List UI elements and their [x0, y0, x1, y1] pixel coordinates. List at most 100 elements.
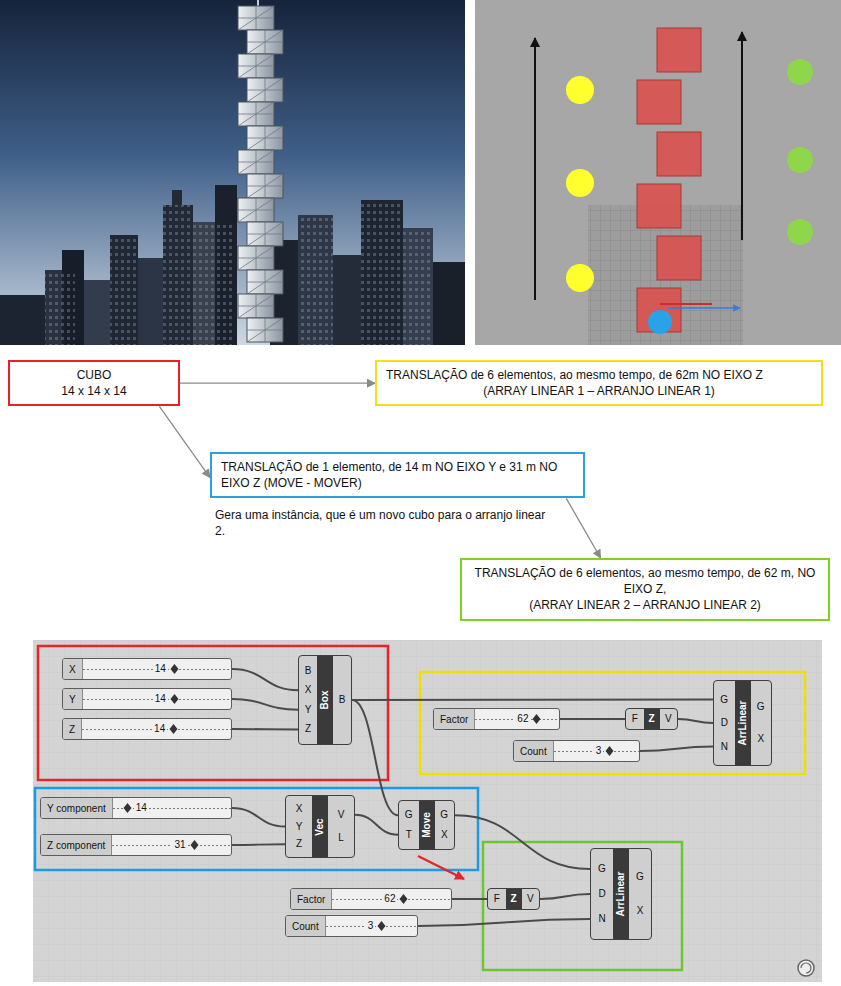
translation-sketch [787, 219, 813, 245]
slider-grip [378, 921, 386, 931]
stacked-tower [247, 30, 283, 54]
data-wire [355, 815, 398, 835]
slider-value: 31 [172, 840, 187, 850]
translation-sketch [657, 28, 701, 72]
input-ports: GT [399, 801, 419, 849]
component-body: Box [317, 656, 333, 744]
slider-grip [170, 694, 178, 704]
slider-grip [532, 713, 541, 725]
slider-track: 14 [113, 798, 231, 818]
number-slider: Count 3 [285, 915, 418, 937]
input-ports: GDN [591, 849, 613, 939]
stacked-tower [238, 54, 274, 78]
slider-name: X [63, 659, 83, 679]
linear-array-component: GDNArrLinearGX [590, 848, 652, 940]
skyline [333, 255, 361, 345]
number-slider: Factor 62 [433, 708, 560, 730]
skyline [84, 280, 110, 345]
linear-array-component: GDNArrLinearGX [713, 680, 772, 766]
data-wire [232, 808, 285, 827]
translation-sketch [787, 59, 813, 85]
output-ports: GX [629, 849, 651, 939]
stacked-tower [247, 318, 283, 342]
slider-track: 14 [83, 659, 231, 679]
slider-grip [533, 714, 541, 724]
component-body: Move [419, 801, 435, 849]
port-name: B [339, 695, 346, 705]
translation-sketch [657, 236, 701, 280]
grasshopper-canvas [798, 960, 814, 976]
skyline [0, 295, 45, 345]
skyline [110, 235, 138, 345]
port-name: G [405, 810, 413, 820]
translation-sketch [566, 264, 594, 292]
grasshopper-canvas [33, 640, 822, 982]
skyline [193, 222, 233, 345]
skyline [172, 190, 182, 205]
port-name: N [721, 742, 728, 752]
component-name: Move [422, 812, 432, 838]
port-name: X [305, 685, 312, 695]
slider-value: 3 [366, 921, 376, 931]
box-text: 14 x 14 x 14 [19, 383, 169, 399]
slider-name: Factor [434, 709, 475, 729]
component-name: ArrLinear [616, 871, 626, 916]
vector-component: XYZVecVL [285, 795, 355, 858]
data-wire [352, 700, 398, 815]
stacked-tower [238, 0, 283, 342]
port-name: X [441, 830, 448, 840]
slider-value: 14 [134, 803, 149, 813]
stacked-tower [247, 222, 283, 246]
output-ports: GX [435, 801, 455, 849]
data-wire [640, 747, 713, 752]
slider-name: Y [63, 689, 83, 709]
number-slider: Z14 [62, 718, 232, 740]
port-name: Y [305, 705, 312, 715]
slider-name: Count [286, 916, 326, 936]
skyline [361, 200, 403, 345]
component-name: ArrLinear [738, 700, 748, 745]
port-name: X [637, 906, 644, 916]
port-name: V [527, 894, 534, 904]
skyline [403, 228, 433, 345]
slider-grip [170, 663, 179, 675]
slider-name: Factor [291, 889, 332, 909]
input-ports: F [626, 709, 644, 729]
slider-grip [169, 723, 178, 735]
component-body: Vec [312, 796, 328, 857]
port-name: D [598, 889, 605, 899]
number-slider: Count3 [513, 740, 640, 762]
slider-grip [123, 803, 131, 813]
slider-value: 14 [153, 664, 168, 674]
slider-name: Count [514, 741, 554, 761]
number-slider: Y 14 [62, 688, 232, 710]
port-name: Z [305, 724, 311, 734]
stacked-tower [247, 174, 283, 198]
slider-grip [399, 893, 408, 905]
translation-sketch [741, 32, 743, 240]
box-text: TRANSLAÇÃO de 6 elementos, ao mesmo temp… [471, 565, 819, 597]
number-slider: Y component14 [40, 797, 232, 819]
skyline [138, 258, 163, 345]
flow-arrow [566, 498, 600, 558]
skyline [45, 270, 75, 345]
skyline [403, 228, 433, 345]
stacked-tower [238, 294, 274, 318]
port-name: Z [296, 839, 302, 849]
skyline [0, 185, 465, 345]
slider-grip [190, 840, 198, 850]
port-name: F [494, 894, 500, 904]
slider-track: 14 [83, 689, 231, 709]
slider-value: 14 [153, 694, 168, 704]
translation-sketch [668, 307, 740, 309]
tower-photo [0, 0, 465, 345]
output-ports: VL [328, 796, 354, 857]
translation-sketch [475, 0, 841, 345]
component-name: Z [648, 714, 654, 724]
port-name: Y [296, 822, 303, 832]
slider-value: 62 [515, 714, 530, 724]
translation-sketch [660, 303, 712, 305]
stacked-tower [238, 102, 274, 126]
port-name: G [720, 695, 728, 705]
translation-sketch [534, 38, 536, 300]
